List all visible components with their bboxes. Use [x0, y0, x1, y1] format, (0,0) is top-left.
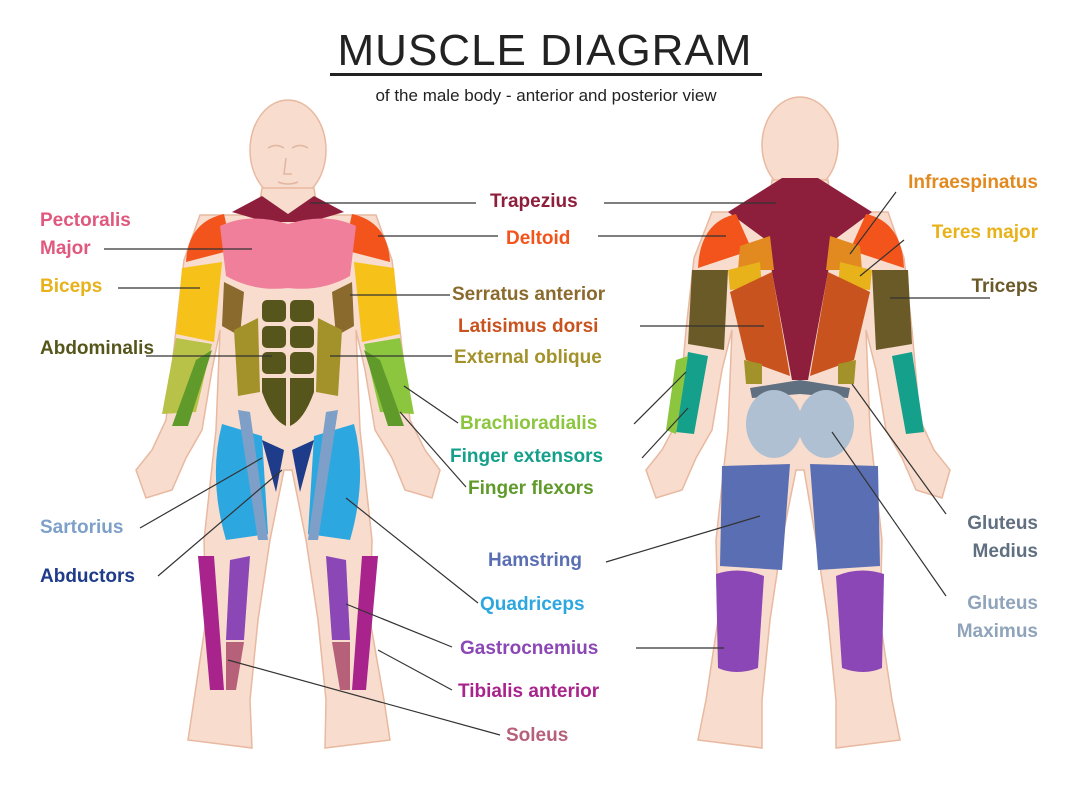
back-triceps-right: [872, 270, 912, 350]
label-abductors: Abductors: [40, 566, 135, 587]
back-gluteus-maximus-left: [746, 390, 802, 458]
label-finger-flexors: Finger flexors: [468, 478, 594, 499]
label-serratus-anterior: Serratus anterior: [452, 284, 606, 305]
back-infraspinatus-right: [826, 236, 862, 270]
label-pectoralis-line1: Pectoralis: [40, 210, 131, 231]
back-deltoid-left: [698, 214, 752, 268]
label-trapezius: Trapezius: [490, 191, 578, 212]
front-sartorius-left: [238, 410, 268, 540]
label-gastrocnemius: Gastrocnemius: [460, 638, 599, 659]
front-pectoralis-left: [220, 218, 288, 289]
back-deltoid-right: [850, 214, 904, 268]
label-external-oblique: External oblique: [454, 347, 602, 368]
front-abductors-right: [292, 440, 314, 492]
back-gastrocnemius-left: [716, 570, 764, 672]
front-external-oblique-right: [316, 318, 342, 396]
label-pectoralis-line2: Major: [40, 238, 91, 259]
label-abdominalis: Abdominalis: [40, 338, 155, 359]
back-gluteus-maximus-right: [798, 390, 854, 458]
back-oblique-right: [838, 360, 856, 384]
front-sartorius-right: [308, 410, 338, 540]
label-latissimus-dorsi: Latisimus dorsi: [458, 316, 599, 337]
front-tibialis-right: [352, 556, 378, 690]
label-finger-extensors: Finger extensors: [450, 446, 604, 467]
front-soleus-left: [226, 642, 244, 690]
back-triceps-left: [688, 270, 728, 350]
anterior-figure: [135, 99, 441, 749]
leader-lines: [104, 191, 990, 736]
front-serratus-right: [332, 282, 354, 336]
front-tibialis-left: [198, 556, 224, 690]
front-finger-flexor-right: [364, 350, 404, 426]
back-latissimus-left: [730, 272, 790, 376]
back-infraspinatus-left: [738, 236, 774, 270]
back-latissimus-right: [810, 272, 870, 376]
front-serratus-left: [222, 282, 244, 336]
front-biceps-right: [354, 262, 400, 342]
front-external-oblique-left: [234, 318, 260, 396]
front-forearm-outer-left: [162, 338, 212, 414]
label-gluteus-medius-line1: Gluteus: [967, 513, 1038, 534]
label-hamstring: Hamstring: [488, 550, 582, 571]
label-teres-major: Teres major: [931, 222, 1038, 243]
front-soleus-right: [332, 642, 350, 690]
label-infraspinatus: Infraespinatus: [908, 172, 1038, 193]
back-oblique-left: [744, 360, 762, 384]
label-triceps: Triceps: [971, 276, 1038, 297]
back-gastrocnemius-right: [836, 570, 884, 672]
label-tibialis-anterior: Tibialis anterior: [458, 681, 600, 702]
front-gastrocnemius-right: [326, 556, 350, 640]
front-brachioradialis-right: [364, 338, 414, 414]
label-gluteus-medius-line2: Medius: [972, 541, 1038, 562]
label-gluteus-maximus-line1: Gluteus: [967, 593, 1038, 614]
front-head: [249, 99, 327, 201]
posterior-figure: [645, 96, 951, 749]
front-gastrocnemius-left: [226, 556, 250, 640]
back-finger-extensors-left: [676, 352, 708, 434]
back-finger-extensors-right: [892, 352, 924, 434]
label-sartorius: Sartorius: [40, 517, 124, 538]
front-pectoralis-right: [288, 218, 356, 289]
front-abdominalis: [262, 300, 314, 426]
title-underline: [330, 73, 762, 76]
label-gluteus-maximus-line2: Maximus: [956, 621, 1038, 642]
back-trapezius: [728, 178, 872, 380]
label-quadriceps: Quadriceps: [480, 594, 585, 615]
back-hamstring-right: [810, 464, 880, 570]
front-abductors-left: [262, 440, 284, 492]
diagram-title: MUSCLE DIAGRAM: [337, 26, 753, 75]
diagram-subtitle: of the male body - anterior and posterio…: [375, 86, 717, 105]
front-biceps-left: [176, 262, 222, 342]
label-biceps: Biceps: [40, 276, 103, 297]
label-soleus: Soleus: [506, 725, 569, 746]
front-finger-flexor-left: [172, 350, 212, 426]
label-brachioradialis: Brachioradialis: [460, 413, 598, 434]
label-deltoid: Deltoid: [506, 228, 571, 249]
